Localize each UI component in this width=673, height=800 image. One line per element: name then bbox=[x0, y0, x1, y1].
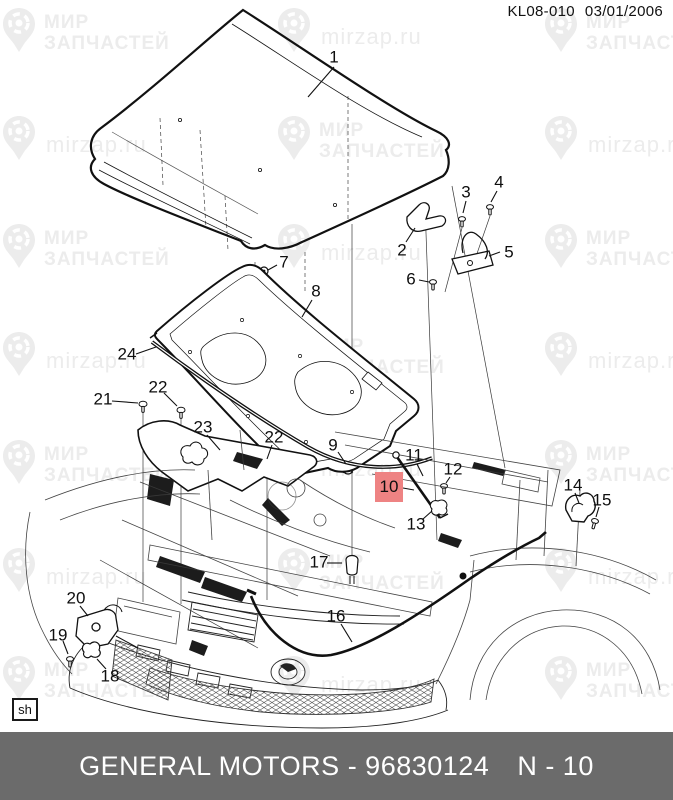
leader-line-4 bbox=[490, 190, 498, 203]
leader-line-19 bbox=[62, 640, 69, 655]
leader-line-6 bbox=[418, 279, 430, 283]
leader-line-21 bbox=[111, 400, 139, 404]
leader-line-18 bbox=[96, 658, 107, 670]
plug-part bbox=[345, 554, 359, 584]
document-code: KL08-010 03/01/2006 bbox=[507, 3, 663, 20]
leader-line-22 bbox=[266, 444, 273, 460]
leader-line-24 bbox=[135, 346, 157, 355]
leader-line-15 bbox=[595, 506, 600, 518]
leader-line-11 bbox=[416, 463, 424, 477]
body-structure bbox=[25, 429, 661, 701]
footer-bar: GENERAL MOTORS - 96830124 N - 10 bbox=[0, 732, 673, 800]
leader-line-3 bbox=[462, 200, 467, 214]
hinge-part bbox=[451, 231, 494, 275]
leader-line-1 bbox=[307, 66, 335, 98]
leader-line-14 bbox=[574, 492, 580, 504]
leader-line-7 bbox=[267, 264, 278, 271]
projection-lines bbox=[159, 96, 349, 302]
sight-shield-part bbox=[137, 420, 318, 492]
leader-line-10 bbox=[402, 487, 415, 491]
mesh-grille bbox=[111, 639, 435, 715]
leader-line-20 bbox=[79, 605, 89, 617]
leader-line-12 bbox=[445, 476, 451, 484]
corner-mark: sh bbox=[12, 698, 38, 721]
safety-hook-part bbox=[406, 202, 447, 232]
cable-clip-part bbox=[81, 641, 101, 659]
footer-part-number: GENERAL MOTORS - 96830124 bbox=[79, 750, 490, 781]
leader-line-5 bbox=[488, 251, 501, 257]
hood-part bbox=[89, 8, 450, 250]
release-cable-part bbox=[246, 531, 547, 657]
leader-line-9 bbox=[337, 451, 347, 465]
leader-line-2 bbox=[405, 227, 416, 243]
doc-code-text: KL08-010 bbox=[507, 3, 575, 20]
striker-part bbox=[565, 492, 596, 523]
latch-part bbox=[75, 604, 139, 649]
leader-lines bbox=[62, 66, 600, 670]
doc-date-text: 03/01/2006 bbox=[584, 3, 663, 20]
corner-mark-label: sh bbox=[18, 702, 32, 717]
leader-line-22 bbox=[163, 392, 178, 407]
strut-clip-part bbox=[429, 499, 448, 516]
leader-line-23 bbox=[206, 434, 221, 451]
leader-line-8 bbox=[301, 299, 313, 318]
footer-page-number: N - 10 bbox=[517, 750, 594, 781]
leader-line-16 bbox=[340, 623, 353, 643]
leader-line-13 bbox=[422, 510, 433, 520]
